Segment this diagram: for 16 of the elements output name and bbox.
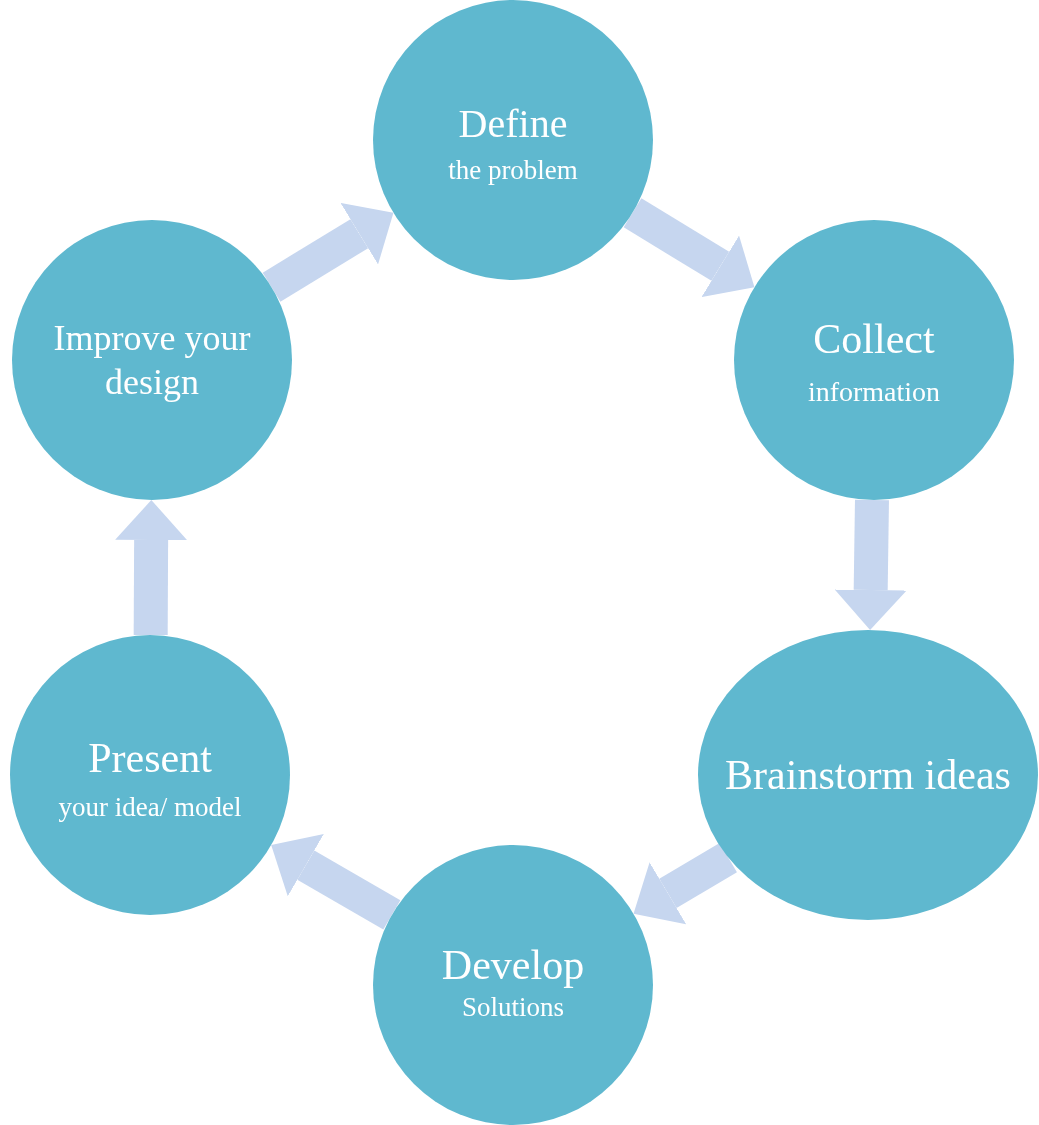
step-subtitle: Solutions <box>462 990 564 1024</box>
block-arrow <box>633 843 737 925</box>
step-title: Collect <box>813 314 935 364</box>
step-title: Define <box>458 100 568 148</box>
step-subtitle: your idea/ model <box>57 790 243 824</box>
block-arrow <box>271 833 401 930</box>
block-arrow <box>623 198 755 298</box>
block-arrow <box>262 202 394 302</box>
step-title: Present <box>88 733 212 783</box>
step-subtitle: information <box>807 374 941 409</box>
block-arrow <box>834 499 907 630</box>
block-arrow <box>115 500 188 636</box>
step-title: Develop <box>441 942 585 987</box>
step-title: Improve your design <box>52 317 252 404</box>
step-title: Brainstorm ideas <box>724 751 1012 800</box>
step-subtitle: the problem <box>448 154 578 186</box>
